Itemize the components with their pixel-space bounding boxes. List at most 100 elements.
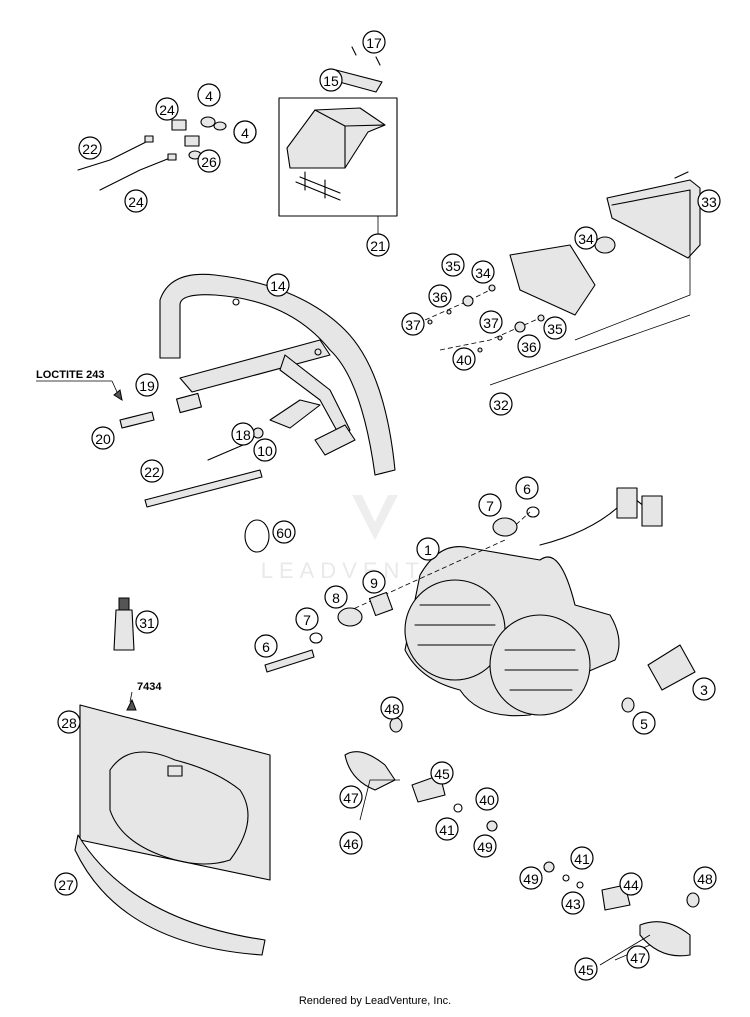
callout-number: 41 xyxy=(439,822,455,838)
grommet-7-top xyxy=(492,517,518,537)
callout-14: 14 xyxy=(266,273,290,297)
callout-number: 48 xyxy=(384,701,400,717)
washer-6-top xyxy=(526,506,540,518)
callout-1: 1 xyxy=(416,537,440,561)
callout-number: 37 xyxy=(405,317,421,333)
callout-32: 32 xyxy=(489,392,513,416)
callout-number: 5 xyxy=(640,716,648,732)
code-note: 7434 xyxy=(129,681,162,703)
callout-4: 4 xyxy=(197,83,221,107)
callout-18: 18 xyxy=(231,422,255,446)
part-turn-signals xyxy=(344,717,700,966)
callout-number: 36 xyxy=(432,289,448,305)
callout-41: 41 xyxy=(570,846,594,870)
part-bracket-10 xyxy=(159,273,396,476)
callout-number: 19 xyxy=(139,378,155,394)
wiring-harness xyxy=(539,494,656,546)
callout-number: 40 xyxy=(479,792,495,808)
callout-number: 9 xyxy=(370,575,378,591)
callout-48: 48 xyxy=(380,696,404,720)
callout-8: 8 xyxy=(324,585,348,609)
callout-number: 17 xyxy=(366,35,382,51)
callout-number: 49 xyxy=(477,839,493,855)
callout-34: 34 xyxy=(471,260,495,284)
callout-60: 60 xyxy=(272,520,296,544)
callout-number: 7 xyxy=(486,498,494,514)
grommet-7 xyxy=(337,607,363,627)
callout-45: 45 xyxy=(430,761,454,785)
callout-number: 26 xyxy=(201,154,217,170)
callout-36: 36 xyxy=(517,334,541,358)
code-label: 7434 xyxy=(137,681,162,693)
callout-number: 35 xyxy=(445,258,461,274)
bulb-48-top xyxy=(389,717,403,733)
callout-number: 6 xyxy=(262,639,270,655)
callout-number: 18 xyxy=(235,427,251,443)
callout-47: 47 xyxy=(626,945,650,969)
callout-6: 6 xyxy=(515,476,539,500)
callout-number: 37 xyxy=(483,315,499,331)
callout-number: 1 xyxy=(424,542,432,558)
bolt-21 xyxy=(144,469,263,508)
callout-number: 45 xyxy=(434,766,450,782)
callout-layer: 1344456677891014151718192021222224242627… xyxy=(54,30,721,981)
indicator-left xyxy=(344,751,396,791)
bracket-arc xyxy=(159,273,396,476)
callout-7: 7 xyxy=(295,607,319,631)
callout-number: 6 xyxy=(523,481,531,497)
callout-number: 34 xyxy=(475,265,491,281)
spacer-18 xyxy=(176,392,202,414)
callout-24: 24 xyxy=(155,97,179,121)
callout-number: 8 xyxy=(332,590,340,606)
bulb-3 xyxy=(647,644,696,691)
part-cover xyxy=(74,698,271,956)
callout-37: 37 xyxy=(479,310,503,334)
callout-33: 33 xyxy=(697,189,721,213)
callout-35: 35 xyxy=(543,316,567,340)
callout-number: 22 xyxy=(144,464,160,480)
callout-number: 24 xyxy=(159,102,175,118)
callout-number: 46 xyxy=(343,836,359,852)
callout-number: 3 xyxy=(700,682,708,698)
callout-17: 17 xyxy=(362,30,386,54)
callout-41: 41 xyxy=(435,817,459,841)
callout-21: 21 xyxy=(366,233,390,257)
callout-20: 20 xyxy=(91,426,115,450)
callout-number: 10 xyxy=(257,443,273,459)
callout-44: 44 xyxy=(619,872,643,896)
callout-49: 49 xyxy=(519,866,543,890)
part-headlight xyxy=(264,487,696,717)
callout-number: 15 xyxy=(323,73,339,89)
callout-number: 14 xyxy=(270,278,286,294)
callout-number: 32 xyxy=(493,397,509,413)
callout-number: 44 xyxy=(623,877,639,893)
callout-48: 48 xyxy=(693,866,717,890)
bolt-5 xyxy=(264,649,315,673)
callout-26: 26 xyxy=(197,149,221,173)
tail-cover xyxy=(286,107,386,169)
spacer-8 xyxy=(368,591,394,617)
callout-number: 27 xyxy=(58,877,74,893)
callout-34: 34 xyxy=(574,226,598,250)
callout-number: 33 xyxy=(701,194,717,210)
lamp-housing-32 xyxy=(606,179,701,259)
callout-22: 22 xyxy=(78,136,102,160)
callout-15: 15 xyxy=(319,68,343,92)
callout-43: 43 xyxy=(561,891,585,915)
callout-number: 49 xyxy=(523,871,539,887)
callout-number: 31 xyxy=(139,615,155,631)
callout-49: 49 xyxy=(473,834,497,858)
loctite-label: LOCTITE 243 xyxy=(36,369,104,381)
callout-6: 6 xyxy=(254,634,278,658)
part-fasteners xyxy=(113,389,264,508)
callout-10: 10 xyxy=(253,438,277,462)
callout-number: 24 xyxy=(128,194,144,210)
callout-40: 40 xyxy=(475,787,499,811)
callout-number: 35 xyxy=(547,321,563,337)
callout-number: 4 xyxy=(241,125,249,141)
callout-35: 35 xyxy=(441,253,465,277)
callout-number: 45 xyxy=(578,962,594,978)
callout-40: 40 xyxy=(452,347,476,371)
